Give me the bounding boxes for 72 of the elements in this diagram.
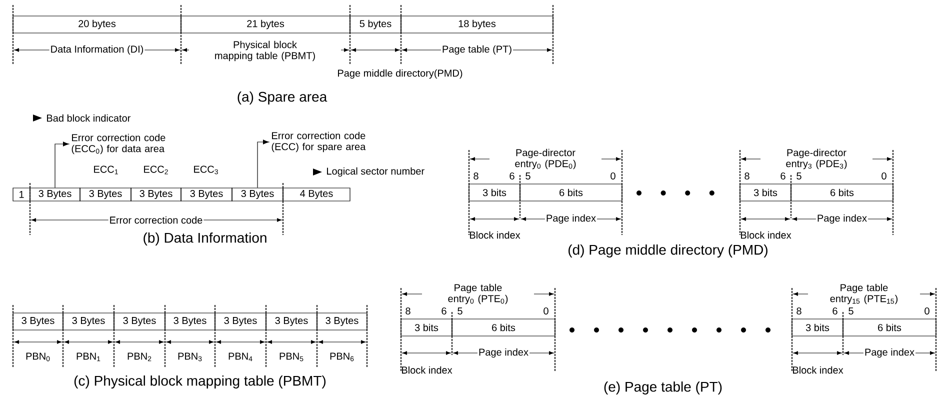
table-cell: 3 bits [792, 318, 844, 336]
table-cell: 18 bytes [400, 16, 554, 34]
field-label: PBN$_{6}$ [330, 352, 354, 362]
caption: (c) Physical block mapping table (PBMT) [74, 375, 326, 388]
callout-text: Error correction code (ECC$_{0}$) for data area [72, 134, 166, 154]
table-cell: 3 Bytes [316, 312, 368, 330]
field-label: PBN$_{1}$ [76, 352, 100, 362]
leader-line [257, 140, 269, 188]
table-cell: 6 bits [842, 318, 936, 336]
dimension-label: Page index [477, 347, 530, 359]
dimension-label: Page-director entry$_{3}$ (PDE$_{3}$) [760, 148, 872, 170]
dimension-label: Page index [863, 347, 916, 359]
marker-label: Logical sector number [313, 167, 424, 177]
field-label: PBN$_{5}$ [280, 352, 304, 362]
table-cell: 3 Bytes [214, 312, 266, 330]
caption: (d) Page middle directory (PMD) [568, 244, 768, 258]
bit-number: 5 [458, 308, 462, 314]
field-label: Block index [402, 366, 452, 374]
bit-number: 5 [796, 172, 802, 180]
marker-label: Bad block indicator [33, 114, 131, 122]
field-label: Block index [793, 366, 844, 374]
dimension-label: Page table entry$_{0}$ (PTE$_{0}$) [422, 282, 534, 306]
table-cell: 4 Bytes [282, 188, 350, 202]
field-label: PBN$_{0}$ [26, 352, 50, 362]
table-cell: 6 bits [520, 184, 622, 202]
bit-number: 6 [510, 172, 514, 180]
table-cell: 3 bits [468, 184, 520, 202]
field-label: Block index [470, 231, 520, 239]
bit-number: 6 [832, 307, 838, 315]
field-label: ECC$_{3}$ [194, 166, 218, 174]
table-cell: 6 bits [790, 184, 894, 202]
bit-number: 6 [780, 172, 786, 180]
dimension-label: Page index [816, 213, 868, 225]
table-cell: 20 bytes [12, 16, 182, 34]
leader-line [54, 142, 70, 188]
table-cell: 6 bits [452, 318, 556, 336]
table-cell: 3 Bytes [114, 312, 166, 330]
field-label: Block index [741, 231, 792, 239]
bit-number: 5 [526, 172, 530, 180]
caption: (a) Spare area [238, 91, 328, 105]
bit-number: 5 [848, 308, 854, 314]
dimension-label: Page table entry$_{15}$ (PTE$_{15}$) [808, 282, 920, 306]
table-cell: 3 Bytes [30, 188, 80, 202]
bit-number: 6 [442, 307, 446, 315]
dimension-label: Page index [544, 213, 598, 225]
field-label: Page middle directory(PMD) [338, 69, 462, 79]
caption: (b) Data Information [144, 232, 266, 246]
table-cell: 3 Bytes [164, 312, 216, 330]
dimension-label: Physical block mapping table (PBMT) [189, 40, 341, 62]
table-cell: 3 bits [400, 318, 452, 336]
dimension-label: Page table (PT) [440, 44, 514, 56]
table-cell: 1 [12, 188, 30, 202]
dimension-label: Page-director entry$_{0}$ (PDE$_{0}$) [490, 148, 602, 170]
field-label: PBN$_{2}$ [128, 352, 152, 362]
table-cell: 3 Bytes [180, 188, 232, 202]
field-label: PBN$_{3}$ [178, 352, 202, 362]
table-cell: 3 Bytes [232, 188, 284, 202]
table-cell: 3 Bytes [266, 312, 318, 330]
table-cell: 21 bytes [180, 16, 350, 34]
field-label: ECC$_{1}$ [94, 166, 118, 174]
table-cell: 3 Bytes [130, 188, 182, 202]
caption: (e) Page table (PT) [604, 381, 722, 394]
callout-text: Error correction code (ECC) for spare area [272, 132, 366, 152]
table-cell: 3 Bytes [80, 188, 132, 202]
dimension-label: Data Information (DI) [49, 44, 145, 56]
dimension-label: Error correction code [108, 215, 204, 225]
table-cell: 3 bits [740, 184, 792, 202]
table-cell: 3 Bytes [62, 312, 114, 330]
field-label: ECC$_{2}$ [144, 166, 168, 174]
table-cell: 3 Bytes [12, 312, 64, 330]
table-cell: 5 bytes [350, 16, 402, 34]
field-label: PBN$_{4}$ [228, 352, 252, 362]
